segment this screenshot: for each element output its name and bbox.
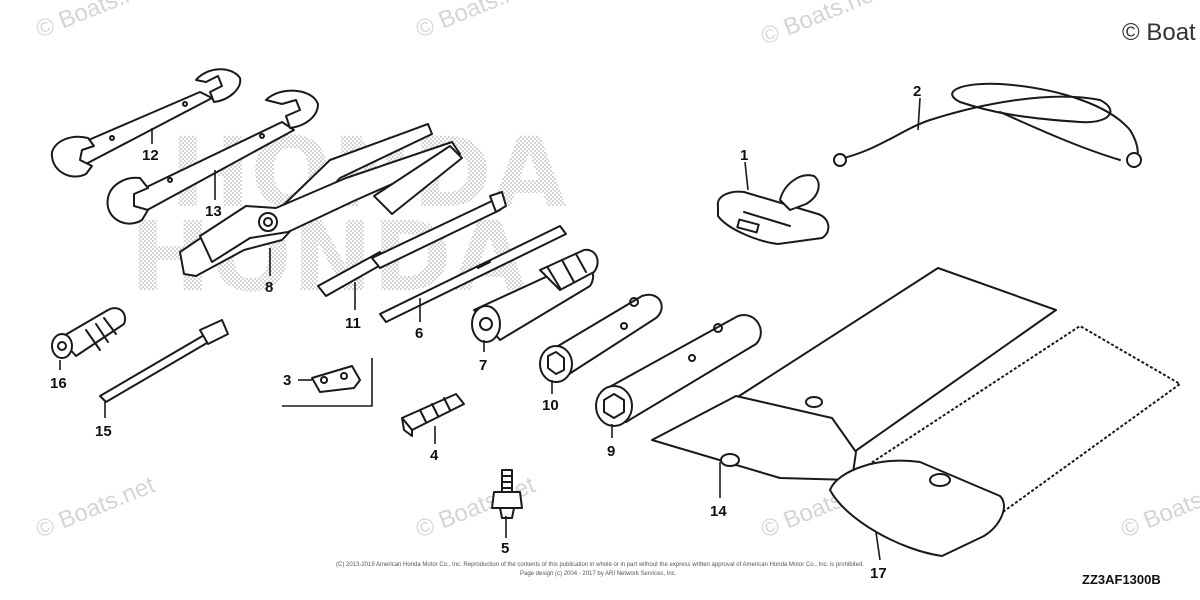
copyright-line-2: Page design (c) 2004 - 2017 by ARI Netwo… xyxy=(520,571,677,577)
callout-2: 2 xyxy=(913,83,921,100)
screwdriver-bit-part xyxy=(99,319,229,403)
diagram-id-label: ZZ3AF1300B xyxy=(1082,572,1161,587)
bolt-part xyxy=(491,469,523,519)
callout-3: 3 xyxy=(283,372,291,389)
callout-7: 7 xyxy=(479,357,487,374)
starter-rope-part xyxy=(833,82,1142,168)
callout-15: 15 xyxy=(95,423,112,440)
copyright-line-1: (C) 2013-2019 American Honda Motor Co., … xyxy=(336,562,864,568)
watermark-top-left: © Boats.net xyxy=(32,0,159,44)
callouts: 1 2 3 4 5 6 7 8 9 10 11 12 13 14 15 16 1 xyxy=(50,83,921,582)
callout-11: 11 xyxy=(345,315,361,332)
wrench-large-part xyxy=(106,89,319,225)
callout-8: 8 xyxy=(265,279,273,296)
callout-5: 5 xyxy=(501,540,509,557)
callout-9: 9 xyxy=(607,443,615,460)
watermark-corner: © Boat xyxy=(1122,19,1196,46)
watermark-top-right: © Boats.net xyxy=(757,0,884,51)
socket-wrench-part xyxy=(471,248,599,343)
pliers-part xyxy=(179,123,463,277)
callout-1: 1 xyxy=(740,147,748,164)
callout-13: 13 xyxy=(205,203,222,220)
screwdriver-shaft-part xyxy=(379,225,567,323)
screwdriver-flat-part xyxy=(317,191,507,297)
callout-6: 6 xyxy=(415,325,423,342)
tool-bag-part xyxy=(651,267,1057,481)
box-wrench-large-part xyxy=(595,314,762,427)
callout-10: 10 xyxy=(542,397,559,414)
callout-14: 14 xyxy=(710,503,727,520)
wrench-small-part xyxy=(50,68,242,178)
callout-16: 16 xyxy=(50,375,67,392)
callout-4: 4 xyxy=(430,447,439,464)
box-wrench-small-part xyxy=(539,293,663,383)
fuse-part xyxy=(401,393,465,437)
watermark-top-center: © Boats.net xyxy=(412,0,539,44)
copyright-notice: (C) 2013-2019 American Honda Motor Co., … xyxy=(336,562,864,577)
callout-12: 12 xyxy=(142,147,159,164)
screwdriver-handle-part xyxy=(51,307,126,359)
tool-bag-rolled-part xyxy=(829,325,1181,557)
start-grip-part xyxy=(716,174,830,245)
clip-part xyxy=(282,358,373,407)
watermark-bottom-far-right: © Boats.net xyxy=(1117,471,1200,543)
watermark-bottom-left: © Boats.net xyxy=(32,471,159,543)
callout-17: 17 xyxy=(870,565,887,582)
